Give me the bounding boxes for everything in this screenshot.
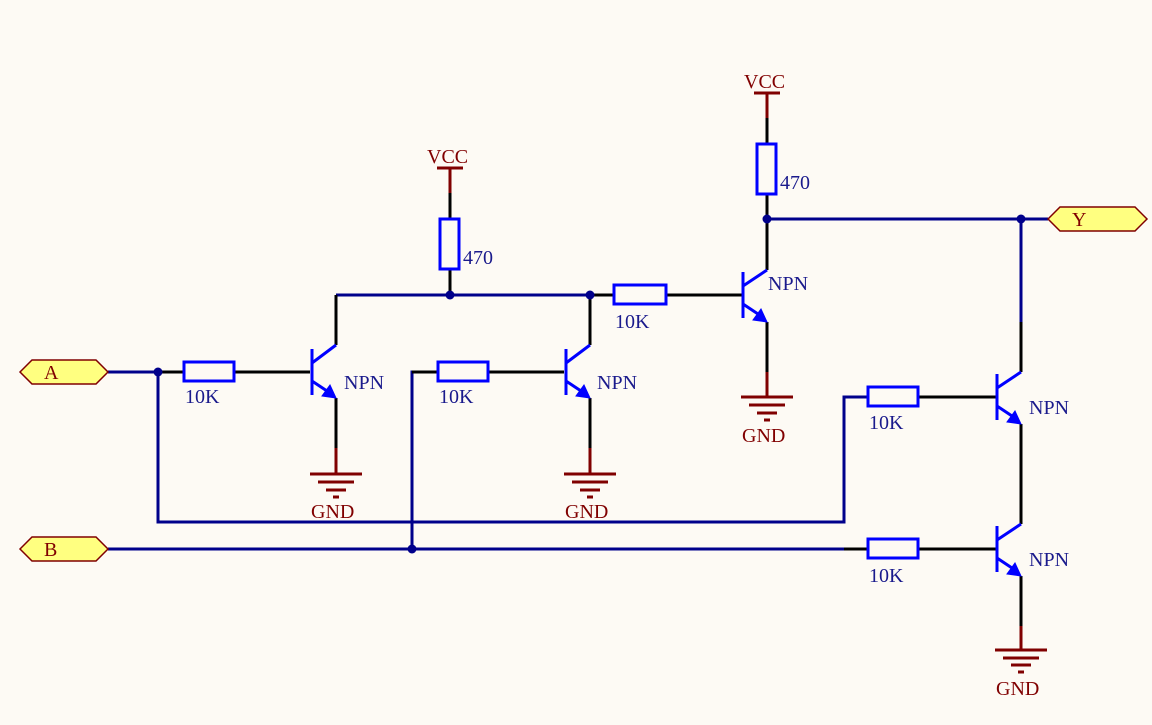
wires <box>108 217 1048 551</box>
resistor-pullup-2[interactable]: 470 <box>755 142 810 196</box>
transistor-q1[interactable]: NPN <box>310 343 384 399</box>
transistor-q2[interactable]: NPN <box>564 343 637 399</box>
junction-y <box>1016 214 1026 224</box>
junction-q2-collector <box>585 290 595 300</box>
resistor-q3-base-value: 10K <box>615 311 650 333</box>
gnd-label-4: GND <box>996 678 1039 700</box>
resistor-q3-base[interactable]: 10K <box>612 283 668 333</box>
junction-b <box>407 544 417 554</box>
wire-a-to-q4 <box>156 372 868 524</box>
resistor-q5-base-value: 10K <box>869 565 904 587</box>
transistor-q4[interactable]: NPN <box>995 370 1069 425</box>
junctions <box>153 214 1026 554</box>
vcc-label-2: VCC <box>744 71 785 93</box>
gnd-label-1: GND <box>311 501 354 523</box>
gnd-symbol-4: GND <box>995 626 1047 700</box>
resistor-pullup-2-value: 470 <box>780 172 810 194</box>
junction-pullup-2 <box>762 214 772 224</box>
gnd-symbol-3: GND <box>741 372 793 447</box>
port-a-label: A <box>44 362 59 384</box>
vcc-symbol-1: VCC <box>427 146 468 193</box>
resistor-pullup-1[interactable]: 470 <box>438 217 493 271</box>
transistor-q3[interactable]: NPN <box>741 268 808 323</box>
gnd-symbol-2: GND <box>564 448 616 523</box>
transistor-q5-type: NPN <box>1029 549 1069 571</box>
vcc-symbol-2: VCC <box>744 71 785 118</box>
transistor-q3-type: NPN <box>768 273 808 295</box>
port-b-label: B <box>44 539 57 561</box>
gnd-symbol-1: GND <box>310 448 362 523</box>
junction-a <box>153 367 163 377</box>
port-y-label: Y <box>1072 209 1086 231</box>
junction-pullup-1 <box>445 290 455 300</box>
resistor-b-base-value: 10K <box>439 386 474 408</box>
transistor-q4-type: NPN <box>1029 397 1069 419</box>
transistor-q2-type: NPN <box>597 372 637 394</box>
port-a[interactable]: A <box>18 359 110 385</box>
port-y[interactable]: Y <box>1046 206 1149 232</box>
vcc-label-1: VCC <box>427 146 468 168</box>
resistor-q4-base[interactable]: 10K <box>866 385 920 434</box>
resistor-b-base[interactable]: 10K <box>436 360 490 408</box>
pin-leads <box>158 118 1023 626</box>
transistor-q1-type: NPN <box>344 372 384 394</box>
resistor-q4-base-value: 10K <box>869 412 904 434</box>
resistor-a-base-value: 10K <box>185 386 220 408</box>
gnd-label-2: GND <box>565 501 608 523</box>
resistor-pullup-1-value: 470 <box>463 247 493 269</box>
port-b[interactable]: B <box>18 536 110 562</box>
resistor-a-base[interactable]: 10K <box>182 360 236 408</box>
resistor-q5-base[interactable]: 10K <box>866 537 920 587</box>
gnd-label-3: GND <box>742 425 785 447</box>
transistor-q5[interactable]: NPN <box>995 522 1069 577</box>
